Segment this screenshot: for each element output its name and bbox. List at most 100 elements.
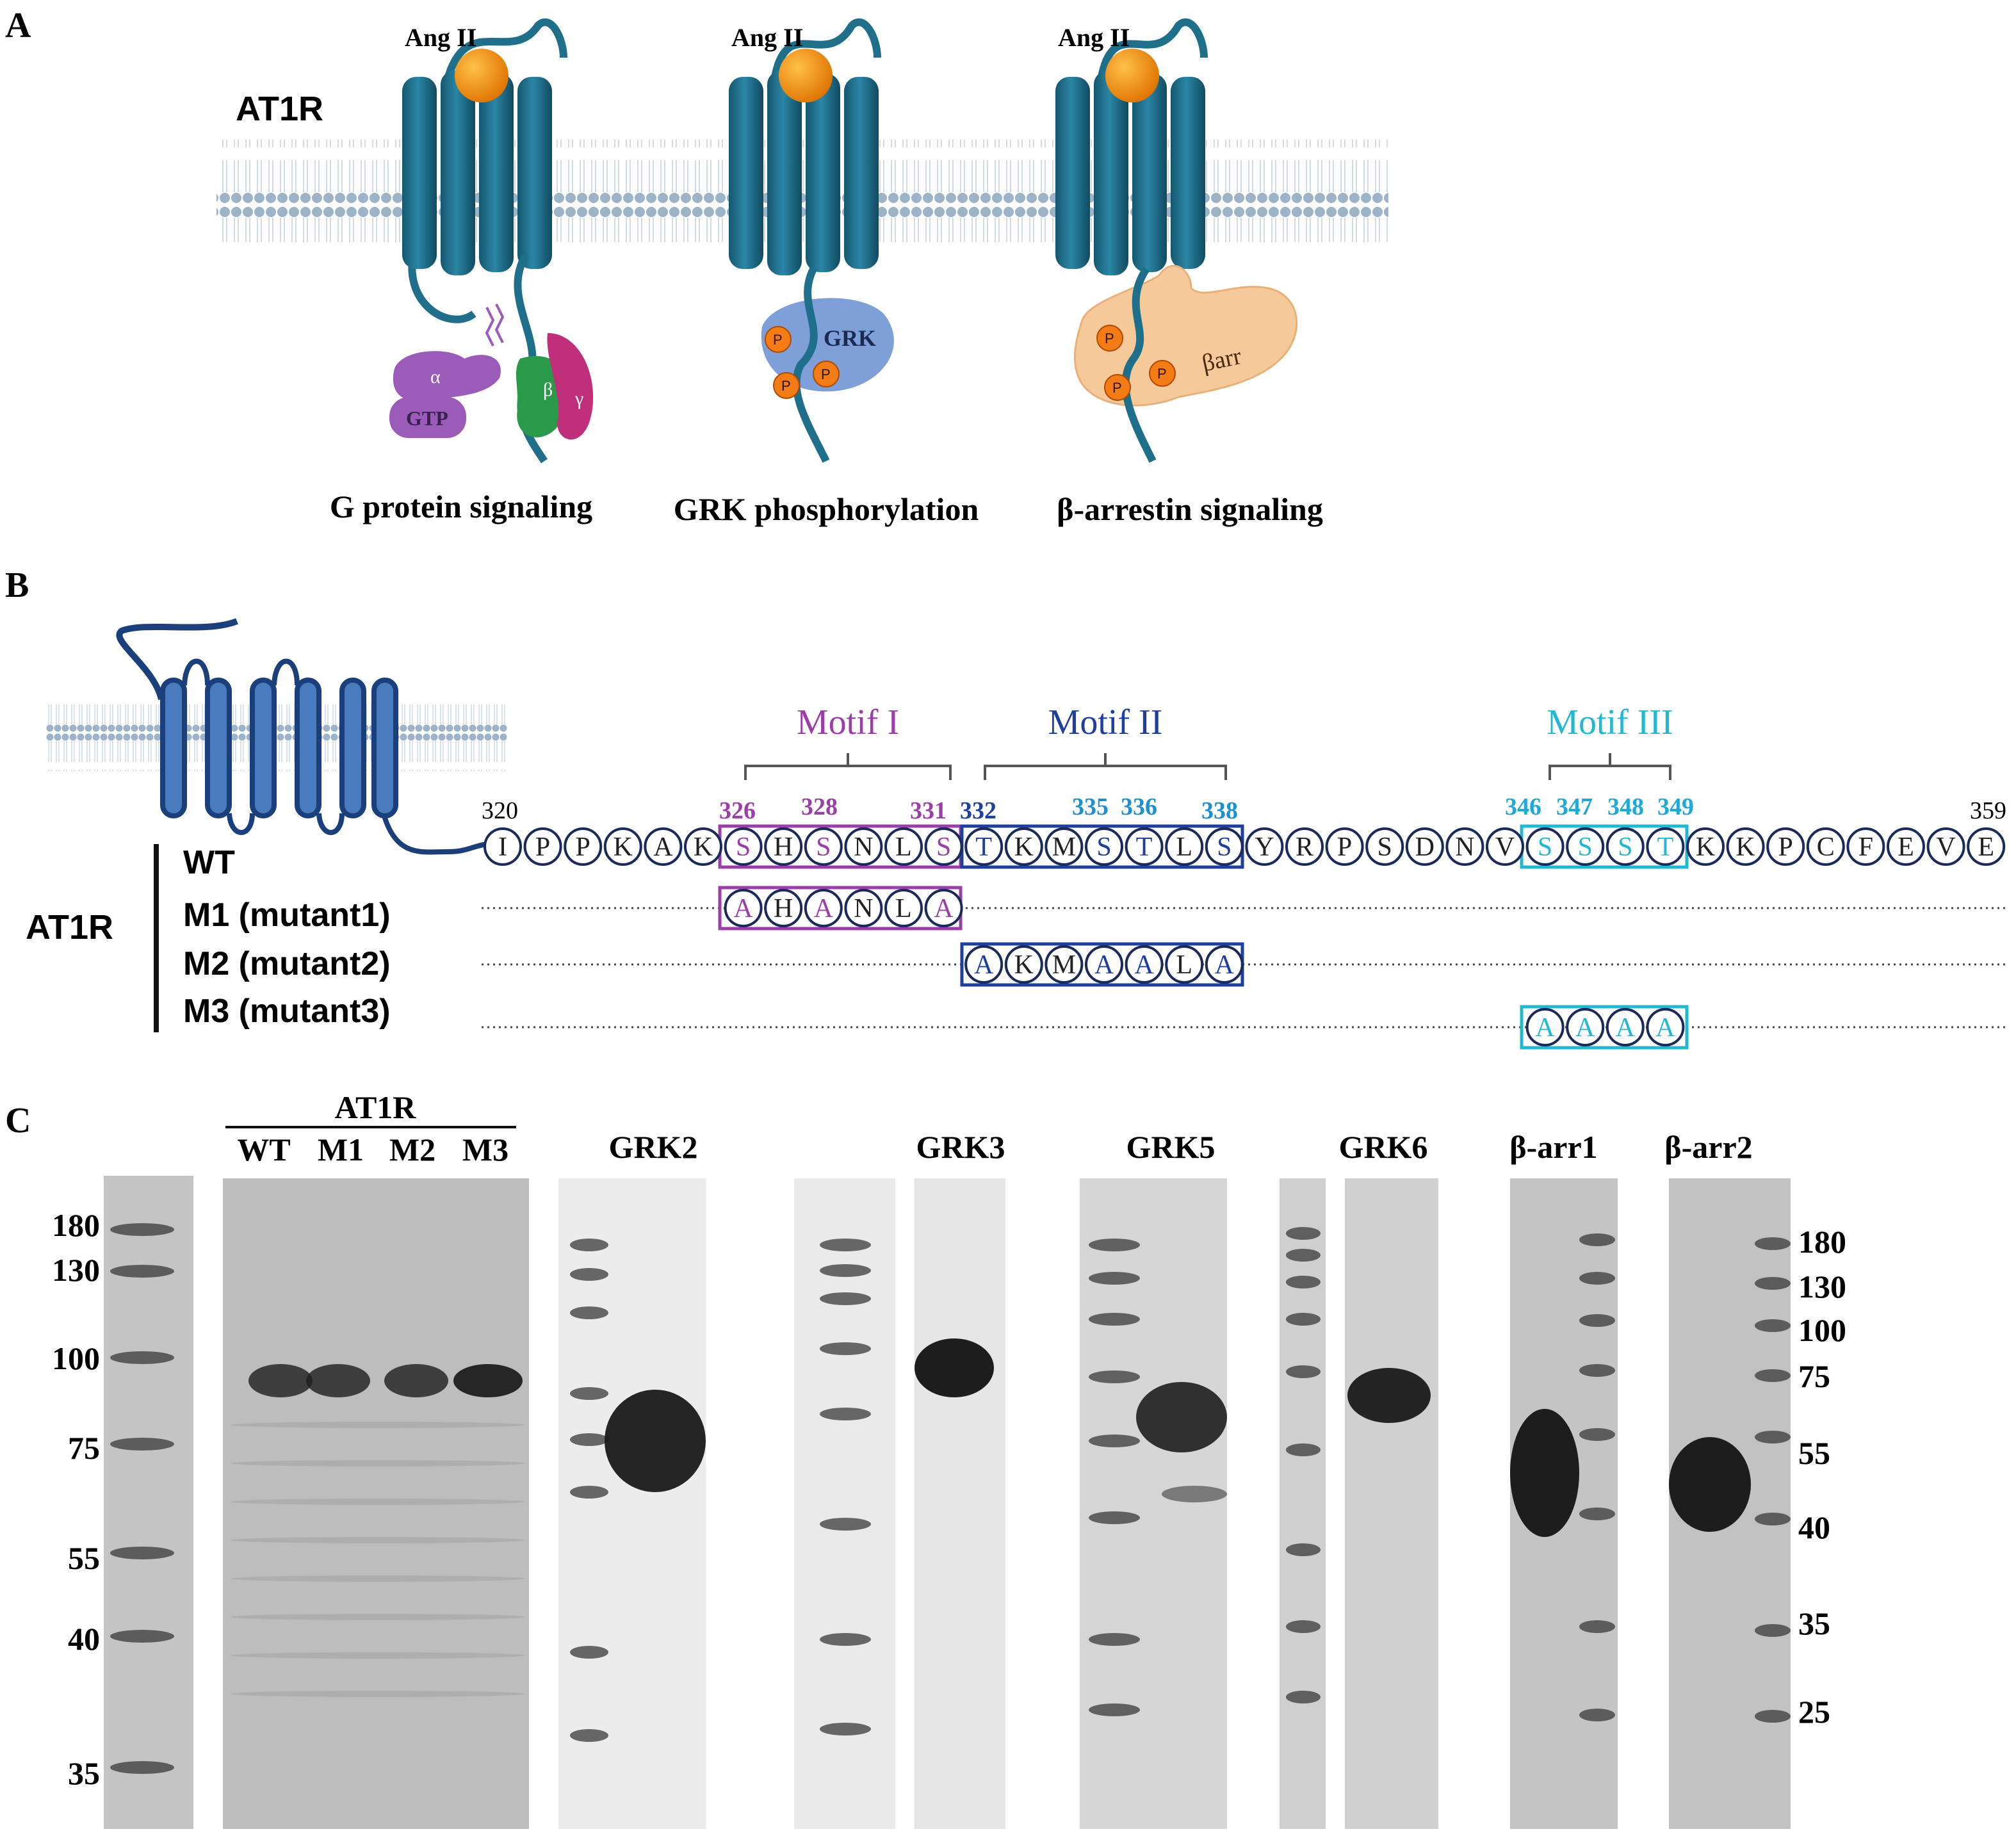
g-beta-label: β [543, 379, 553, 400]
residue-num-335: 335 [1072, 793, 1109, 820]
phospho-p-4: P [1105, 330, 1114, 346]
wt-residue-letter: R [1296, 833, 1313, 862]
background-band [231, 1460, 525, 1467]
phospho-p-1: P [773, 332, 783, 348]
motif-3-label: Motif III [1547, 703, 1673, 742]
m2-residue: M [1045, 945, 1084, 984]
background-band [231, 1614, 525, 1620]
ladder-band [820, 1292, 871, 1305]
marker-left-55: 55 [68, 1540, 100, 1576]
grk6-ladder-gel [1280, 1178, 1326, 1829]
wt-residue-letter: E [1898, 833, 1914, 862]
wt-residue: T [1125, 827, 1164, 866]
at1r-band [384, 1364, 448, 1397]
m1-residue: H [764, 889, 803, 927]
wt-residue: A [644, 827, 683, 866]
ladder-band [820, 1239, 871, 1251]
m3-residue: A [1605, 1008, 1645, 1046]
marker-left-35: 35 [68, 1755, 100, 1791]
receptor-grk [729, 18, 894, 463]
m3-residue-letter: A [1616, 1013, 1636, 1043]
m2-residue-letter: A [974, 950, 994, 980]
grk2-band [605, 1390, 706, 1492]
receptor-label-a: AT1R [236, 90, 323, 128]
marker-left-180: 180 [52, 1207, 100, 1243]
wt-residue: S [1566, 827, 1605, 866]
wt-residue: P [1325, 827, 1364, 866]
ladder-band [570, 1433, 608, 1446]
grk5-band-minor [1162, 1486, 1227, 1502]
wt-residue: K [603, 827, 642, 866]
m3-residue: A [1566, 1008, 1605, 1046]
wt-residue: N [1445, 827, 1484, 866]
wt-residue-letter: S [936, 833, 951, 862]
ladder-band [1089, 1272, 1140, 1285]
background-band [231, 1652, 525, 1659]
wt-residue-letter: V [1495, 833, 1515, 862]
ladder-band [110, 1630, 174, 1643]
wt-residue-letter: P [1337, 833, 1352, 862]
wt-residue-letter: Y [1255, 833, 1274, 862]
ladder-band [1755, 1369, 1791, 1382]
m2-residue: A [1205, 945, 1244, 984]
residue-num-349: 349 [1657, 793, 1694, 820]
m3-residue-letter: A [1575, 1013, 1595, 1043]
marker-right-40: 40 [1798, 1509, 1830, 1545]
wt-residue-letter: S [1538, 833, 1552, 862]
wt-residue-letter: P [535, 833, 550, 862]
wt-residue-letter: K [614, 833, 633, 862]
ladder-band [1579, 1709, 1615, 1721]
barr2-band [1669, 1437, 1751, 1532]
barr1-band [1510, 1409, 1579, 1537]
wt-residue: S [1085, 827, 1123, 866]
group-label-c: AT1R [335, 1089, 417, 1125]
wt-residue-letter: S [1096, 833, 1111, 862]
ladder-band [820, 1342, 871, 1355]
ladder-band [1089, 1511, 1140, 1524]
ligand-ball-3 [1105, 49, 1159, 102]
m2-residue: A [964, 945, 1004, 984]
wt-residue: P [523, 827, 562, 866]
wt-residue-letter: K [1014, 833, 1034, 862]
marker-right-100: 100 [1798, 1312, 1846, 1348]
caption-grk: GRK phosphorylation [674, 491, 979, 527]
wt-residue: K [684, 827, 722, 866]
grk5-gel [1080, 1178, 1227, 1829]
phospho-p-5: P [1112, 380, 1122, 396]
wt-residue-letter: P [1778, 833, 1793, 862]
ladder-band [110, 1351, 174, 1364]
background-band [231, 1422, 525, 1428]
at1r-band [248, 1364, 313, 1397]
wt-residue-letter: K [1696, 833, 1715, 862]
wt-residue-letter: T [975, 833, 992, 862]
gel-label-barr1: β-arr1 [1509, 1129, 1597, 1165]
residue-num-end: 359 [1970, 797, 2006, 824]
barr1-gel [1510, 1178, 1618, 1829]
receptor-beta-arrestin [1055, 18, 1298, 463]
ladder-band [570, 1268, 608, 1281]
wt-residue: S [1365, 827, 1404, 866]
m1-residue: A [724, 889, 763, 927]
m1-residue-letter: N [854, 894, 873, 923]
wt-residue: L [884, 827, 923, 866]
ladder-band [570, 1729, 608, 1742]
residue-num-336: 336 [1121, 793, 1157, 820]
wt-residue-letter: F [1858, 833, 1873, 862]
lane-label-wt: WT [237, 1132, 290, 1167]
group-label-b: AT1R [26, 908, 113, 947]
gel-label-grk3: GRK3 [916, 1129, 1005, 1165]
background-band [231, 1575, 525, 1582]
marker-left-100: 100 [52, 1340, 100, 1376]
wt-residue: V [1486, 827, 1524, 866]
ligand-ball-1 [455, 49, 508, 102]
wt-residue-letter: K [694, 833, 713, 862]
wt-residue-letter: L [1176, 833, 1192, 862]
ladder-band [820, 1518, 871, 1531]
membrane-bilayer [216, 140, 1388, 242]
ladder-band [1579, 1428, 1615, 1441]
row-label-m2: M2 (mutant2) [183, 945, 391, 982]
wt-residue: E [1887, 827, 1925, 866]
panel-letter-b: B [5, 565, 29, 605]
panel-letter-a: A [5, 6, 31, 45]
m2-residue: K [1004, 945, 1043, 984]
